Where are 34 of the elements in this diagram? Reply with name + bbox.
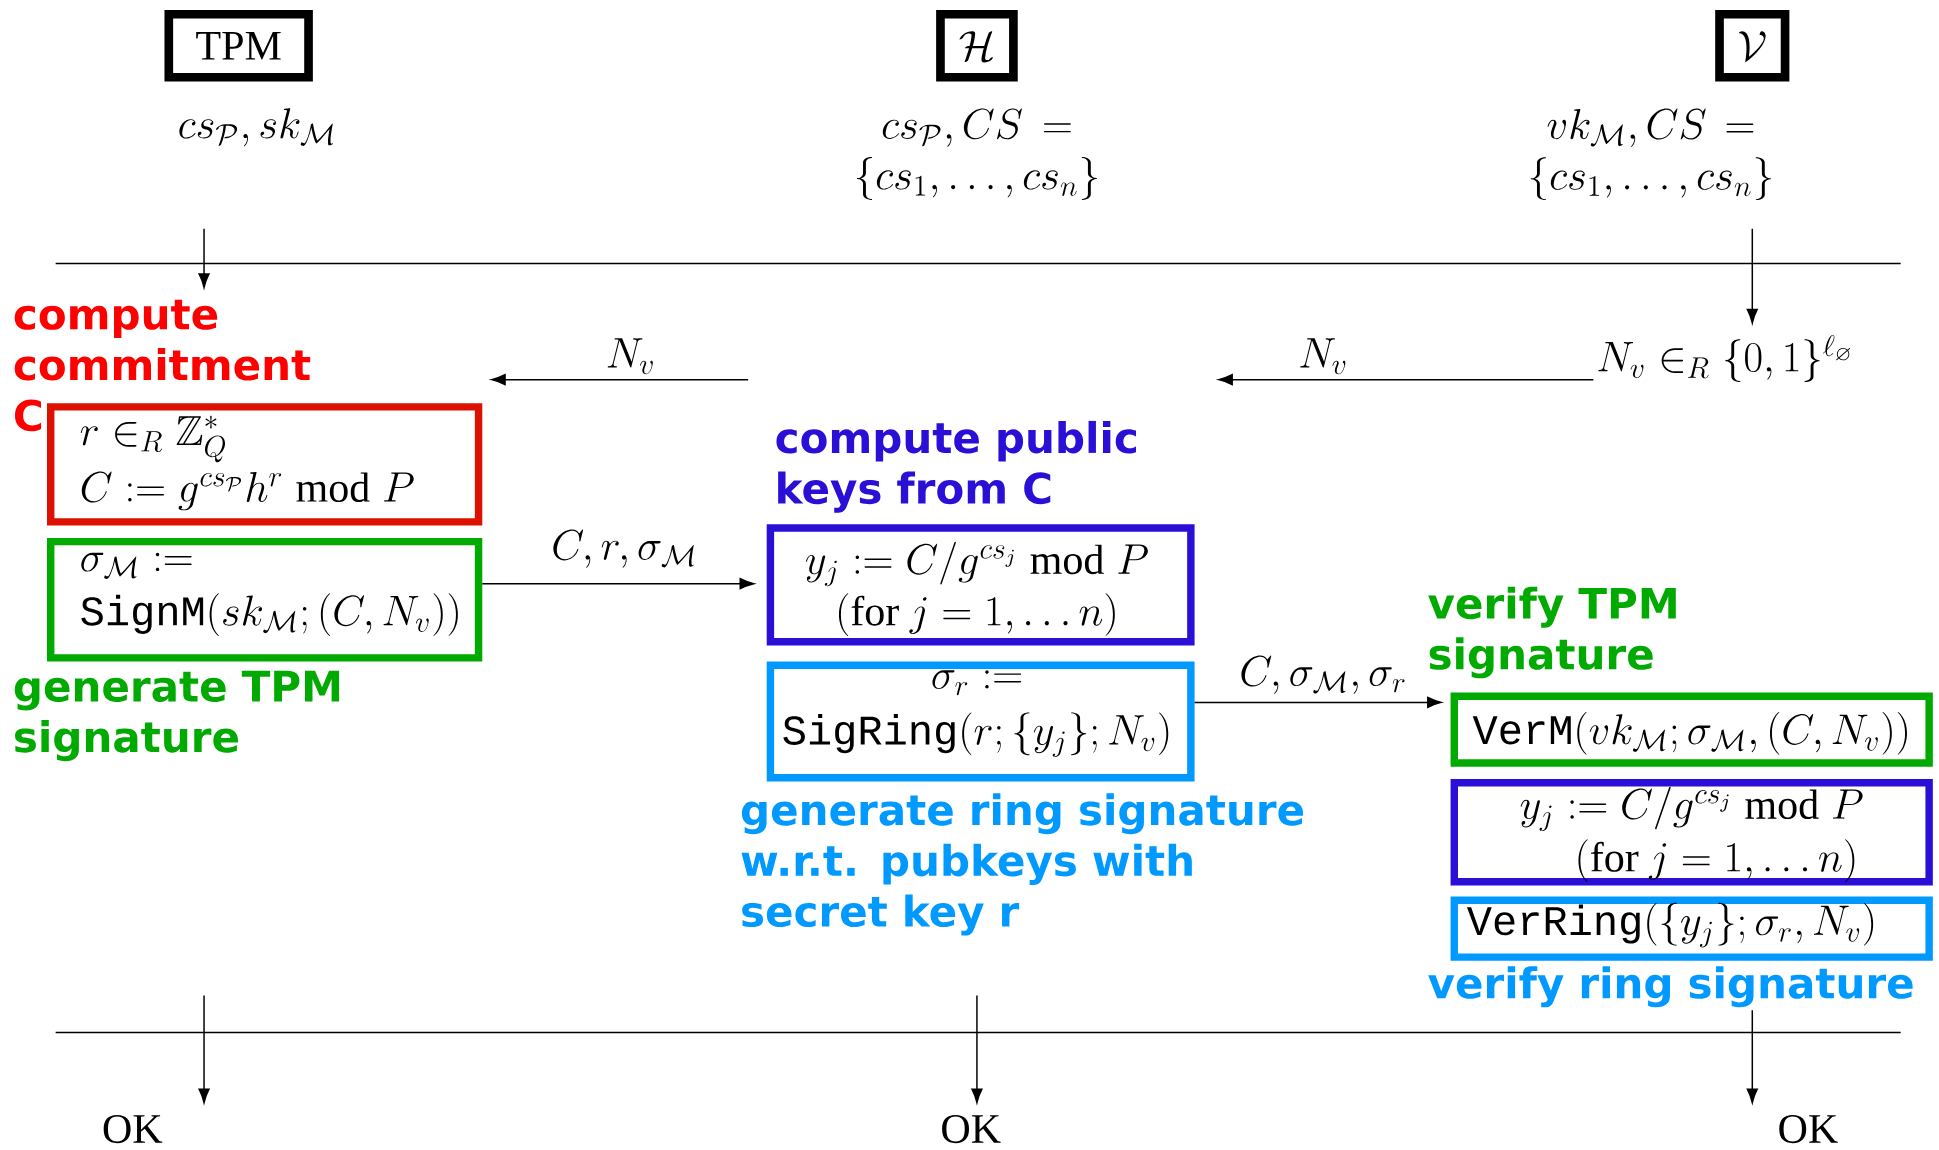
party-parameters: $vk_{\mathcal{M}}, CS = \{cs_1, \ldots, cs_n\}$ <box>1530 108 1771 201</box>
arrow <box>1193 696 1442 709</box>
edge-label: $C, r, \sigma_{\mathcal{M}}$ <box>553 529 694 568</box>
nonce-formula: $N_v \in_R \{0,1\}^{\ell_\varnothing}$ <box>1598 334 1851 382</box>
arrow <box>1218 373 1595 386</box>
arrow <box>490 373 749 386</box>
result-label: OK <box>103 1114 163 1144</box>
arrow <box>1746 1009 1758 1104</box>
result-label: OK <box>942 1114 1001 1144</box>
step-label: generate TPM signature <box>14 670 340 762</box>
process-box: $\mathtt{VerM}(vk_{\mathcal{M}}; \sigma_{\mathcal{M}}, (C, N_v))$ <box>1450 692 1933 767</box>
arrow <box>971 994 983 1104</box>
step-label: verify TPM signature <box>1428 586 1676 679</box>
step-label: generate ring signature w.r.t. pubkeys with secret key r <box>741 793 1304 936</box>
party-box: TPM <box>164 9 313 82</box>
result-label: OK <box>1779 1114 1838 1144</box>
arrow <box>198 228 210 289</box>
party-parameters: $cs_{\mathcal{P}}, sk_{\mathcal{M}}$ <box>179 108 334 147</box>
edge-label: $N_v$ <box>607 338 653 375</box>
arrow <box>1746 228 1758 324</box>
process-box: $\sigma_r :=$ $\mathtt{SigRing}(r; \{y_j\}; N_v)$ <box>766 661 1195 782</box>
edge-label: $C, \sigma_{\mathcal{M}}, \sigma_r$ <box>1241 655 1405 694</box>
arrow <box>481 578 755 590</box>
party-box: $\mathcal{V}$ <box>1715 9 1790 82</box>
process-box: $y_j := C / g^{cs_j} \bmod P$ $(\mathrm{for}\ j = 1, \ldots n)$ <box>1450 779 1933 886</box>
edge-label: $N_v$ <box>1300 338 1346 375</box>
process-box: $\mathtt{VerRing}(\{y_j\}; \sigma_r, N_v)$ <box>1450 896 1933 961</box>
party-box: $\mathcal{H}$ <box>936 9 1018 82</box>
step-label: compute public keys from C <box>776 420 1136 513</box>
step-label: verify ring signature <box>1428 966 1913 1008</box>
party-parameters: $cs_{\mathcal{P}}, CS = \{cs_1, \ldots, cs_n\}$ <box>856 108 1097 200</box>
process-box: $\sigma_{\mathcal{M}} :=$ $\mathtt{SignM}(sk_{\mathcal{M}}; (C, N_v))$ <box>47 537 483 662</box>
process-box: $y_j := C / g^{cs_j} \bmod P$ $(\mathrm{for}\ j = 1, \ldots n)$ <box>766 524 1195 646</box>
arrow <box>198 994 210 1104</box>
